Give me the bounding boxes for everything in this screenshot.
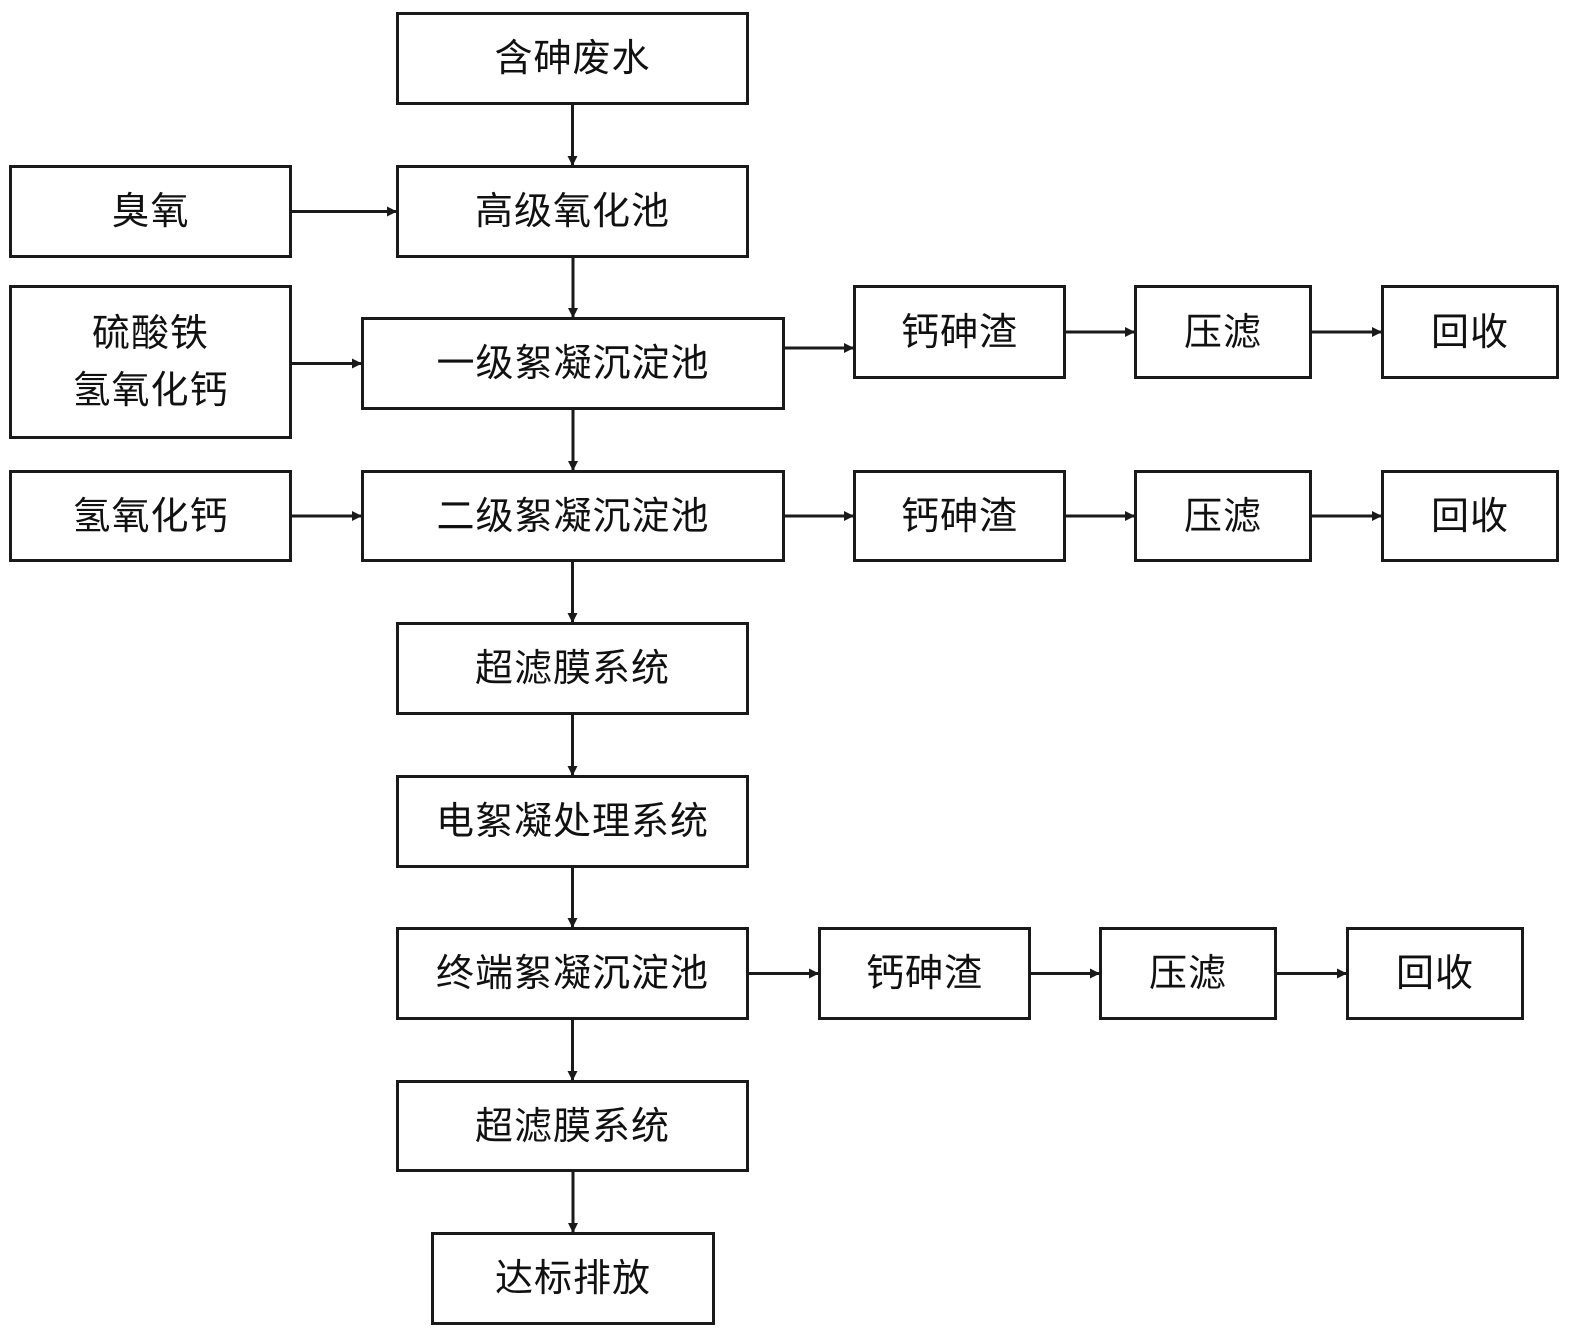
- node-filter-press-3: 压滤: [1099, 927, 1277, 1020]
- node-label: 回收: [1395, 951, 1474, 995]
- node-recycle-1: 回收: [1381, 285, 1559, 379]
- node-filter-press-1: 压滤: [1134, 285, 1312, 379]
- node-label: 回收: [1430, 493, 1509, 538]
- node-label: 压滤: [1183, 493, 1262, 538]
- node-calcium-arsenic-slag-1: 钙砷渣: [853, 285, 1066, 379]
- node-label: 二级絮凝沉淀池: [436, 493, 710, 538]
- node-secondary-flocculation-tank: 二级絮凝沉淀池: [361, 470, 785, 562]
- node-electroflocculation-system: 电絮凝处理系统: [396, 775, 749, 868]
- node-ultrafiltration-system-2: 超滤膜系统: [396, 1080, 749, 1172]
- node-label: 压滤: [1148, 951, 1227, 995]
- node-filter-press-2: 压滤: [1134, 470, 1312, 562]
- node-label: 含砷废水: [494, 36, 651, 80]
- node-ferric-sulfate-calcium-hydroxide: 硫酸铁 氢氧化钙: [9, 285, 292, 439]
- node-calcium-arsenic-slag-2: 钙砷渣: [853, 470, 1066, 562]
- node-label: 压滤: [1183, 309, 1262, 354]
- node-label: 达标排放: [494, 1256, 651, 1300]
- node-recycle-2: 回收: [1381, 470, 1559, 562]
- node-label: 超滤膜系统: [474, 1103, 670, 1148]
- node-wastewater: 含砷废水: [396, 12, 749, 105]
- node-recycle-3: 回收: [1346, 927, 1524, 1020]
- node-label: 高级氧化池: [474, 189, 670, 233]
- node-label: 一级絮凝沉淀池: [436, 341, 710, 385]
- node-label: 钙砷渣: [900, 309, 1018, 354]
- node-label: 电絮凝处理系统: [435, 799, 709, 843]
- node-terminal-flocculation-tank: 终端絮凝沉淀池: [396, 927, 749, 1020]
- node-calcium-hydroxide: 氢氧化钙: [9, 470, 292, 562]
- node-label: 终端絮凝沉淀池: [435, 951, 709, 995]
- node-label-line1: 硫酸铁: [91, 311, 209, 355]
- node-label: 钙砷渣: [865, 951, 983, 995]
- node-label: 臭氧: [111, 189, 190, 233]
- node-label: 回收: [1430, 309, 1509, 354]
- node-label: 超滤膜系统: [474, 646, 670, 690]
- node-ultrafiltration-system-1: 超滤膜系统: [396, 622, 749, 715]
- node-ozone: 臭氧: [9, 165, 292, 258]
- node-calcium-arsenic-slag-3: 钙砷渣: [818, 927, 1031, 1020]
- node-label: 氢氧化钙: [72, 493, 229, 538]
- node-primary-flocculation-tank: 一级絮凝沉淀池: [361, 317, 785, 410]
- node-advanced-oxidation-tank: 高级氧化池: [396, 165, 749, 258]
- node-label-line2: 氢氧化钙: [72, 368, 229, 412]
- node-label: 钙砷渣: [900, 493, 1018, 538]
- node-compliant-discharge: 达标排放: [431, 1232, 715, 1325]
